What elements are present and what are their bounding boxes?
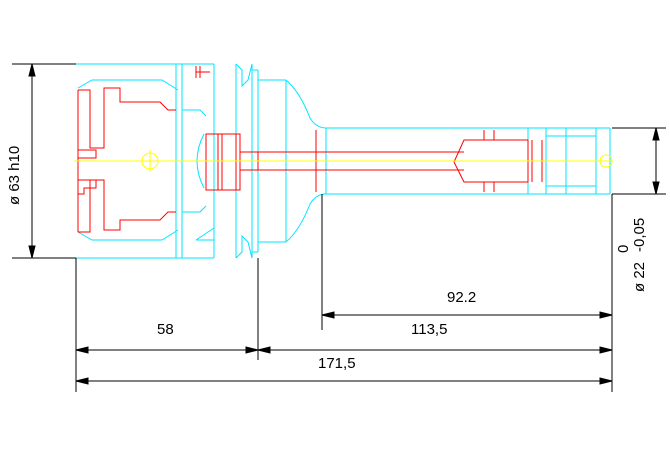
bore-top-step — [182, 109, 207, 117]
rear-chamfer-top — [77, 79, 179, 91]
arrow-nose-top — [652, 127, 660, 141]
label-extension-length: 113,5 — [411, 321, 447, 338]
taper-top — [285, 79, 327, 129]
key-slot-bottom — [78, 179, 97, 195]
label-nose-tolerance-lower: -0,05 — [631, 218, 648, 252]
taper-bottom — [285, 193, 327, 243]
arrow-58-left — [75, 346, 89, 354]
label-flange-length: 58 — [157, 321, 174, 338]
rear-chamfer-bottom — [77, 229, 179, 241]
label-overall-length: 171,5 — [318, 355, 356, 372]
bore-bottom-step — [182, 205, 207, 213]
arrow-171-left — [75, 377, 89, 385]
rear-bore-top — [78, 87, 176, 149]
label-nose-tolerance-upper: 0 — [615, 245, 632, 253]
label-flange-diameter: ø 63 h10 — [6, 146, 23, 205]
arrow-113-left — [257, 346, 271, 354]
arrow-92-left — [321, 311, 335, 319]
arrow-171-right — [599, 377, 613, 385]
dimension-labels: ø 63 h10 0 ø 22 -0,05 92.2 58 113,5 171,… — [6, 146, 648, 372]
label-nose-body-length: 92.2 — [447, 289, 476, 306]
flange-wedge — [195, 227, 215, 241]
centerlines — [74, 150, 613, 172]
arrow-flange-bottom — [28, 245, 36, 259]
ring-groove-top — [235, 63, 253, 88]
arrow-nose-bottom — [652, 181, 660, 195]
nose-center-circle — [599, 154, 613, 168]
arrow-113-right — [599, 346, 613, 354]
arrow-92-right — [599, 311, 613, 319]
dimension-lines — [12, 63, 666, 392]
arrow-58-right — [245, 346, 259, 354]
key-slot-top — [78, 149, 97, 159]
clamping-details — [77, 66, 543, 233]
rear-bore-bottom — [78, 179, 176, 233]
ring-groove-bottom — [235, 234, 253, 259]
collet-body — [205, 133, 241, 191]
arrow-flange-top — [28, 63, 36, 77]
label-nose-diameter: ø 22 — [631, 262, 648, 292]
